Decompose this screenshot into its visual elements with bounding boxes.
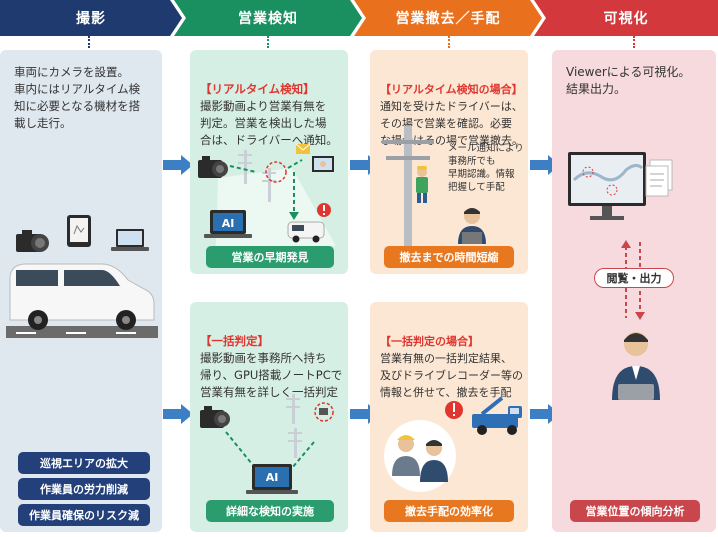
connector-dash (448, 36, 450, 48)
capture-description: 車両にカメラを設置。 車内にはリアルタイム検 知に必要となる機材を搭 載し走行。 (14, 65, 141, 130)
capture-badge: 巡視エリアの拡大 (18, 452, 150, 474)
laptop-icon (204, 210, 252, 238)
batch-scene: AI (200, 394, 334, 494)
document-icon (645, 159, 673, 197)
chevron-shape (534, 0, 718, 36)
camera-icon (16, 230, 49, 252)
capture-badge: 作業員の労力削減 (18, 478, 150, 500)
pole-icon (262, 168, 276, 202)
worker-icon (416, 166, 428, 203)
visualize-panel (552, 50, 716, 532)
worker-icon (392, 435, 420, 476)
removal-batch-body: 営業有無の一括判定結果、 及びドライブレコーダー等の 情報と併せて、撤去を手配 (380, 352, 523, 399)
stage-removal-label: 営業撤去／手配 (395, 11, 501, 27)
stage-capture-label: 撮影 (76, 11, 106, 27)
removal-realtime-title: 【リアルタイム検知の場合】 (380, 83, 523, 96)
connector-dash (633, 36, 635, 48)
removal-batch-text: 【一括判定の場合】営業有無の一括判定結果、 及びドライブレコーダー等の 情報と併… (380, 316, 528, 401)
detect-realtime-badge: 営業の早期発見 (206, 246, 334, 268)
flow-arrow (163, 404, 193, 424)
stage-detect: 営業検知 (174, 0, 362, 36)
camera-icon (200, 406, 230, 428)
browse-output-label: 閲覧・出力 (594, 268, 674, 288)
detect-batch-text: 【一括判定】撮影動画を事務所へ持ち 帰り、GPU搭載ノートPCで 営業有無を詳し… (200, 316, 345, 401)
removal-realtime-body: 通知を受けたドライバーは、 その場で営業を確認。必要 な場合はその場で営業撤去。 (380, 100, 523, 147)
chevron-shape (0, 0, 182, 36)
removal-realtime-text: 【リアルタイム検知の場合】通知を受けたドライバーは、 その場で営業を確認。必要 … (380, 64, 528, 149)
detect-realtime-title: 【リアルタイム検知】 (200, 82, 315, 96)
pole-icon (382, 126, 434, 248)
removal-realtime-panel (370, 50, 528, 274)
pole-icon (288, 428, 302, 458)
capture-badge: 作業員確保のリスク減 (18, 504, 150, 526)
removal-batch-scene (384, 396, 522, 492)
removal-realtime-badge: 撤去までの時間短縮 (384, 246, 514, 268)
visualize-badge: 営業位置の傾向分析 (570, 500, 700, 522)
monitor-icon (568, 152, 673, 220)
person-icon (612, 332, 660, 400)
alert-icon (445, 401, 463, 419)
detect-batch-title: 【一括判定】 (200, 334, 269, 348)
connector-dash (267, 36, 269, 48)
detect-realtime-body: 撮影動画より営業有無を 判定。営業を検出した場 合は、ドライバーへ通知。 (200, 99, 338, 147)
connector-dash (88, 36, 90, 48)
removal-batch-title: 【一括判定の場合】 (380, 335, 479, 348)
mail-icon (295, 143, 311, 154)
chevron-shape (174, 0, 362, 36)
stage-visualize-label: 可視化 (603, 11, 649, 27)
stage-visualize: 可視化 (534, 0, 718, 36)
flow-arrow (163, 155, 193, 175)
detection-scene: AI (198, 143, 336, 246)
alert-icon (317, 203, 331, 217)
removal-batch-badge: 撤去手配の効率化 (384, 500, 514, 522)
van-icon (287, 221, 325, 243)
ai-label: AI (266, 471, 279, 484)
visualize-description: Viewerによる可視化。 結果出力。 (566, 65, 691, 96)
tablet-icon (67, 215, 91, 247)
detect-realtime-text: 【リアルタイム検知】撮影動画より営業有無を 判定。営業を検出した場 合は、ドライ… (200, 64, 345, 149)
camera-icon (198, 156, 228, 178)
ai-label: AI (222, 217, 235, 230)
laptop-icon (111, 229, 149, 251)
detect-batch-badge: 詳細な検知の実施 (206, 500, 334, 522)
person-icon (420, 440, 448, 482)
truck-icon (472, 396, 522, 435)
stage-detect-label: 営業検知 (238, 11, 298, 27)
chevron-shape (354, 0, 542, 36)
stage-capture: 撮影 (0, 0, 182, 36)
monitor-icon (312, 156, 334, 172)
van-icon (6, 263, 158, 338)
removal-realtime-note: メール通知により 事務所でも 早期認識。情報 把握して手配 (448, 143, 524, 193)
laptop-icon (246, 464, 298, 494)
person-icon (458, 208, 486, 244)
pole-icon (286, 394, 300, 424)
detect-batch-body: 撮影動画を事務所へ持ち 帰り、GPU搭載ノートPCで 営業有無を詳しく一括判定 (200, 351, 343, 399)
stage-removal: 営業撤去／手配 (354, 0, 542, 36)
pole-icon (238, 150, 252, 184)
